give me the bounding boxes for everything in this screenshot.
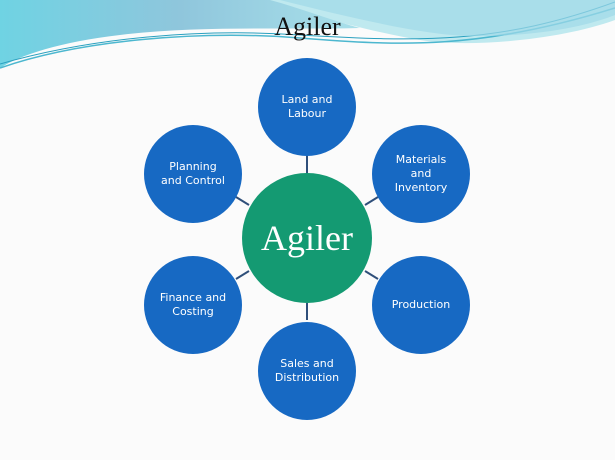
center-node: Agiler — [242, 173, 372, 303]
node-finance-and-costing: Finance and Costing — [144, 256, 242, 354]
node-planning-and-control: Planning and Control — [144, 125, 242, 223]
node-production: Production — [372, 256, 470, 354]
node-materials-and-inventory: Materials and Inventory — [372, 125, 470, 223]
connector-lines — [235, 155, 379, 320]
slide-title: Agiler — [274, 12, 341, 41]
node-land-and-labour: Land and Labour — [258, 58, 356, 156]
node-sales-and-distribution: Sales and Distribution — [258, 322, 356, 420]
